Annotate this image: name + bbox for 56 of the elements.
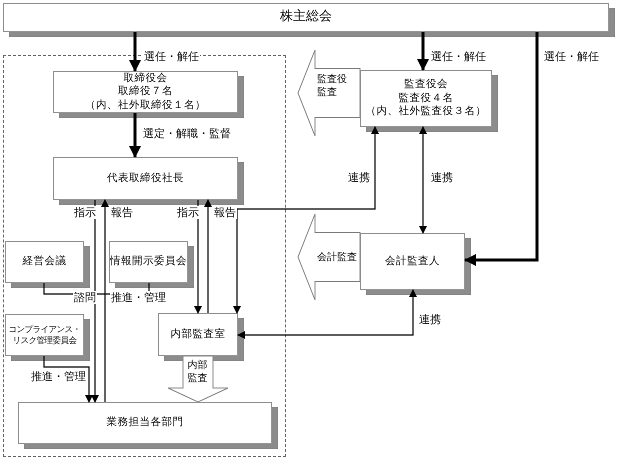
edge-label: 選定・解職・監督	[142, 127, 232, 140]
arrow	[91, 200, 99, 403]
node-label: 内部監査室	[170, 328, 226, 342]
edge-label: 推進・管理	[30, 370, 87, 384]
edge-label: 報告	[110, 206, 134, 220]
process-box	[18, 402, 272, 444]
edge-label: 報告	[213, 206, 237, 220]
node-label: （内、社外取締役１名）	[85, 98, 206, 112]
arrow	[101, 199, 109, 402]
edge-label: 指示	[176, 206, 200, 220]
arrow	[129, 113, 141, 158]
arrow	[204, 199, 212, 313]
edge-label: 連携	[347, 171, 371, 184]
arrow	[464, 32, 538, 266]
edge-label: 選任・解任	[430, 50, 487, 64]
note-label: 諮問	[73, 291, 97, 304]
node-label: 会計監査人	[385, 254, 440, 268]
edge-label: 連携	[430, 171, 454, 184]
edge-label: 監査役監査	[317, 73, 348, 99]
node-label: 情報開示委員会	[110, 255, 187, 269]
node-label: 取締役７名	[118, 85, 173, 99]
edge-label: 内部監査	[187, 359, 208, 385]
process-box	[5, 314, 84, 356]
process-box	[360, 70, 492, 127]
edge-label: 選任・解任	[543, 50, 600, 64]
process-box	[109, 241, 188, 283]
process-box	[360, 233, 465, 290]
arrow	[237, 289, 417, 339]
process-box	[158, 313, 238, 356]
note-label: 推進・管理	[110, 291, 167, 304]
process-box	[5, 241, 84, 283]
node-label: コンプライアンス・リスク管理委員会	[7, 324, 82, 346]
node-label: 経営会議	[22, 255, 66, 269]
block-arrow	[168, 356, 228, 403]
node-label: 株主総会	[280, 9, 332, 26]
edge-label: 指示	[73, 206, 97, 220]
edge-label: 会計監査	[317, 251, 357, 264]
node-label: （内、社外監査役３名）	[366, 105, 486, 119]
node-label: 取締役会	[124, 72, 168, 85]
process-box	[53, 157, 238, 200]
arrow	[417, 32, 429, 71]
arrow	[129, 32, 141, 72]
arrow	[43, 356, 93, 403]
arrow	[419, 126, 427, 234]
block-arrow	[297, 214, 360, 300]
block-arrow	[297, 50, 360, 136]
node-label: 代表取締役社長	[107, 172, 184, 186]
node-label: 監査役４名	[398, 92, 454, 105]
process-box	[53, 71, 238, 113]
node-label: 監査役会	[404, 78, 448, 92]
arrow	[233, 126, 379, 314]
edge-label: 選任・解任	[143, 50, 200, 64]
arrow	[194, 200, 202, 314]
node-label: 業務担当各部門	[106, 416, 184, 430]
edge-label: 連携	[418, 313, 442, 326]
assembly-bar	[3, 3, 609, 32]
